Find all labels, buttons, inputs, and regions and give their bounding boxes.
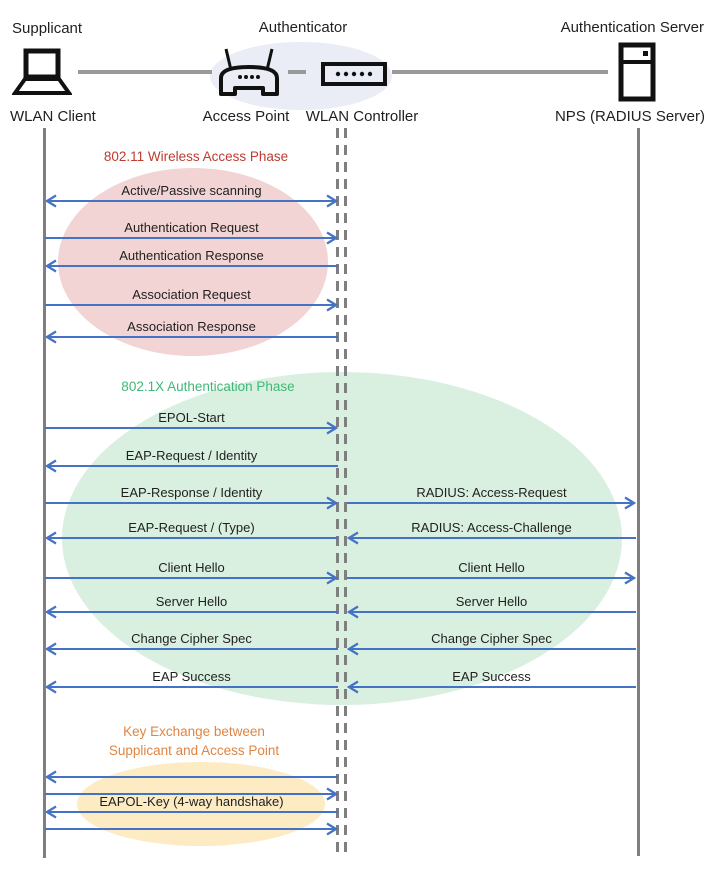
message-arrow-left xyxy=(347,530,636,546)
device-label-wlan-client: WLAN Client xyxy=(10,108,96,125)
message-arrow-left xyxy=(347,641,636,657)
role-authentication-server: Authentication Server xyxy=(560,19,704,36)
access-point-icon xyxy=(218,46,280,98)
device-label-wlan-controller: WLAN Controller xyxy=(305,108,419,125)
message-arrow-right xyxy=(347,570,636,586)
phase1-title: 802.11 Wireless Access Phase xyxy=(103,149,289,164)
message-arrow-left xyxy=(45,641,338,657)
phase3-title-line2: Supplicant and Access Point xyxy=(108,743,280,758)
message-arrow-left xyxy=(347,679,636,695)
lifeline-controller-left xyxy=(336,128,339,852)
message-label: RADIUS: Access-Challenge xyxy=(411,520,572,535)
phase2-title: 802.1X Authentication Phase xyxy=(121,379,295,394)
message-arrow-right xyxy=(45,570,338,586)
message-arrow-left xyxy=(45,458,338,474)
message-label: Server Hello xyxy=(155,594,228,609)
connector-ap-controller xyxy=(288,70,306,74)
message-label: EPOL-Start xyxy=(158,410,225,425)
wlan-controller-icon xyxy=(321,62,387,86)
message-arrow-right xyxy=(45,297,338,313)
message-arrow-left xyxy=(347,604,636,620)
phase3-title: Key Exchange between Supplicant and Acce… xyxy=(109,722,279,760)
device-label-nps-radius-server: NPS (RADIUS Server) xyxy=(554,108,705,125)
message-label: Change Cipher Spec xyxy=(131,631,252,646)
message-arrow-left xyxy=(45,258,338,274)
phase1-ellipse xyxy=(58,168,328,356)
message-label: Server Hello xyxy=(455,594,528,609)
message-label: RADIUS: Access-Request xyxy=(416,485,567,500)
lifeline-radius-server xyxy=(637,128,640,856)
laptop-icon xyxy=(12,48,72,98)
message-label: EAP-Response / Identity xyxy=(120,485,263,500)
message-label: EAPOL-Key (4-way handshake) xyxy=(99,794,284,809)
message-label: Client Hello xyxy=(458,560,525,575)
server-icon xyxy=(618,42,656,102)
message-arrow-right xyxy=(45,786,338,802)
message-label: Client Hello xyxy=(158,560,225,575)
message-arrow-right xyxy=(45,821,338,837)
message-arrow-left xyxy=(45,604,338,620)
message-label: Authentication Request xyxy=(124,220,259,235)
message-label: EAP Success xyxy=(152,669,231,684)
lifeline-controller-right xyxy=(344,128,347,852)
device-label-access-point: Access Point xyxy=(202,108,290,125)
message-label: Change Cipher Spec xyxy=(431,631,552,646)
message-arrow-both xyxy=(45,193,338,209)
message-label: Active/Passive scanning xyxy=(121,183,262,198)
message-label: Association Response xyxy=(127,319,256,334)
message-arrow-left xyxy=(45,679,338,695)
message-arrow-left xyxy=(45,804,338,820)
message-label: EAP-Request / (Type) xyxy=(128,520,255,535)
message-arrow-left xyxy=(45,769,338,785)
message-arrow-right xyxy=(45,420,338,436)
role-supplicant: Supplicant xyxy=(12,20,83,37)
message-label: Authentication Response xyxy=(119,248,264,263)
lifeline-wlan-client xyxy=(43,128,46,858)
message-label: EAP-Request / Identity xyxy=(125,448,258,463)
message-arrow-right xyxy=(45,495,338,511)
message-arrow-left xyxy=(45,530,338,546)
phase3-title-line1: Key Exchange between xyxy=(123,724,265,739)
message-arrow-right xyxy=(45,230,338,246)
message-arrow-right xyxy=(347,495,636,511)
message-arrow-left xyxy=(45,329,338,345)
connector-client-ap xyxy=(78,70,212,74)
message-label: Association Request xyxy=(132,287,251,302)
role-authenticator: Authenticator xyxy=(258,19,348,36)
message-label: EAP Success xyxy=(452,669,531,684)
connector-controller-server xyxy=(392,70,608,74)
